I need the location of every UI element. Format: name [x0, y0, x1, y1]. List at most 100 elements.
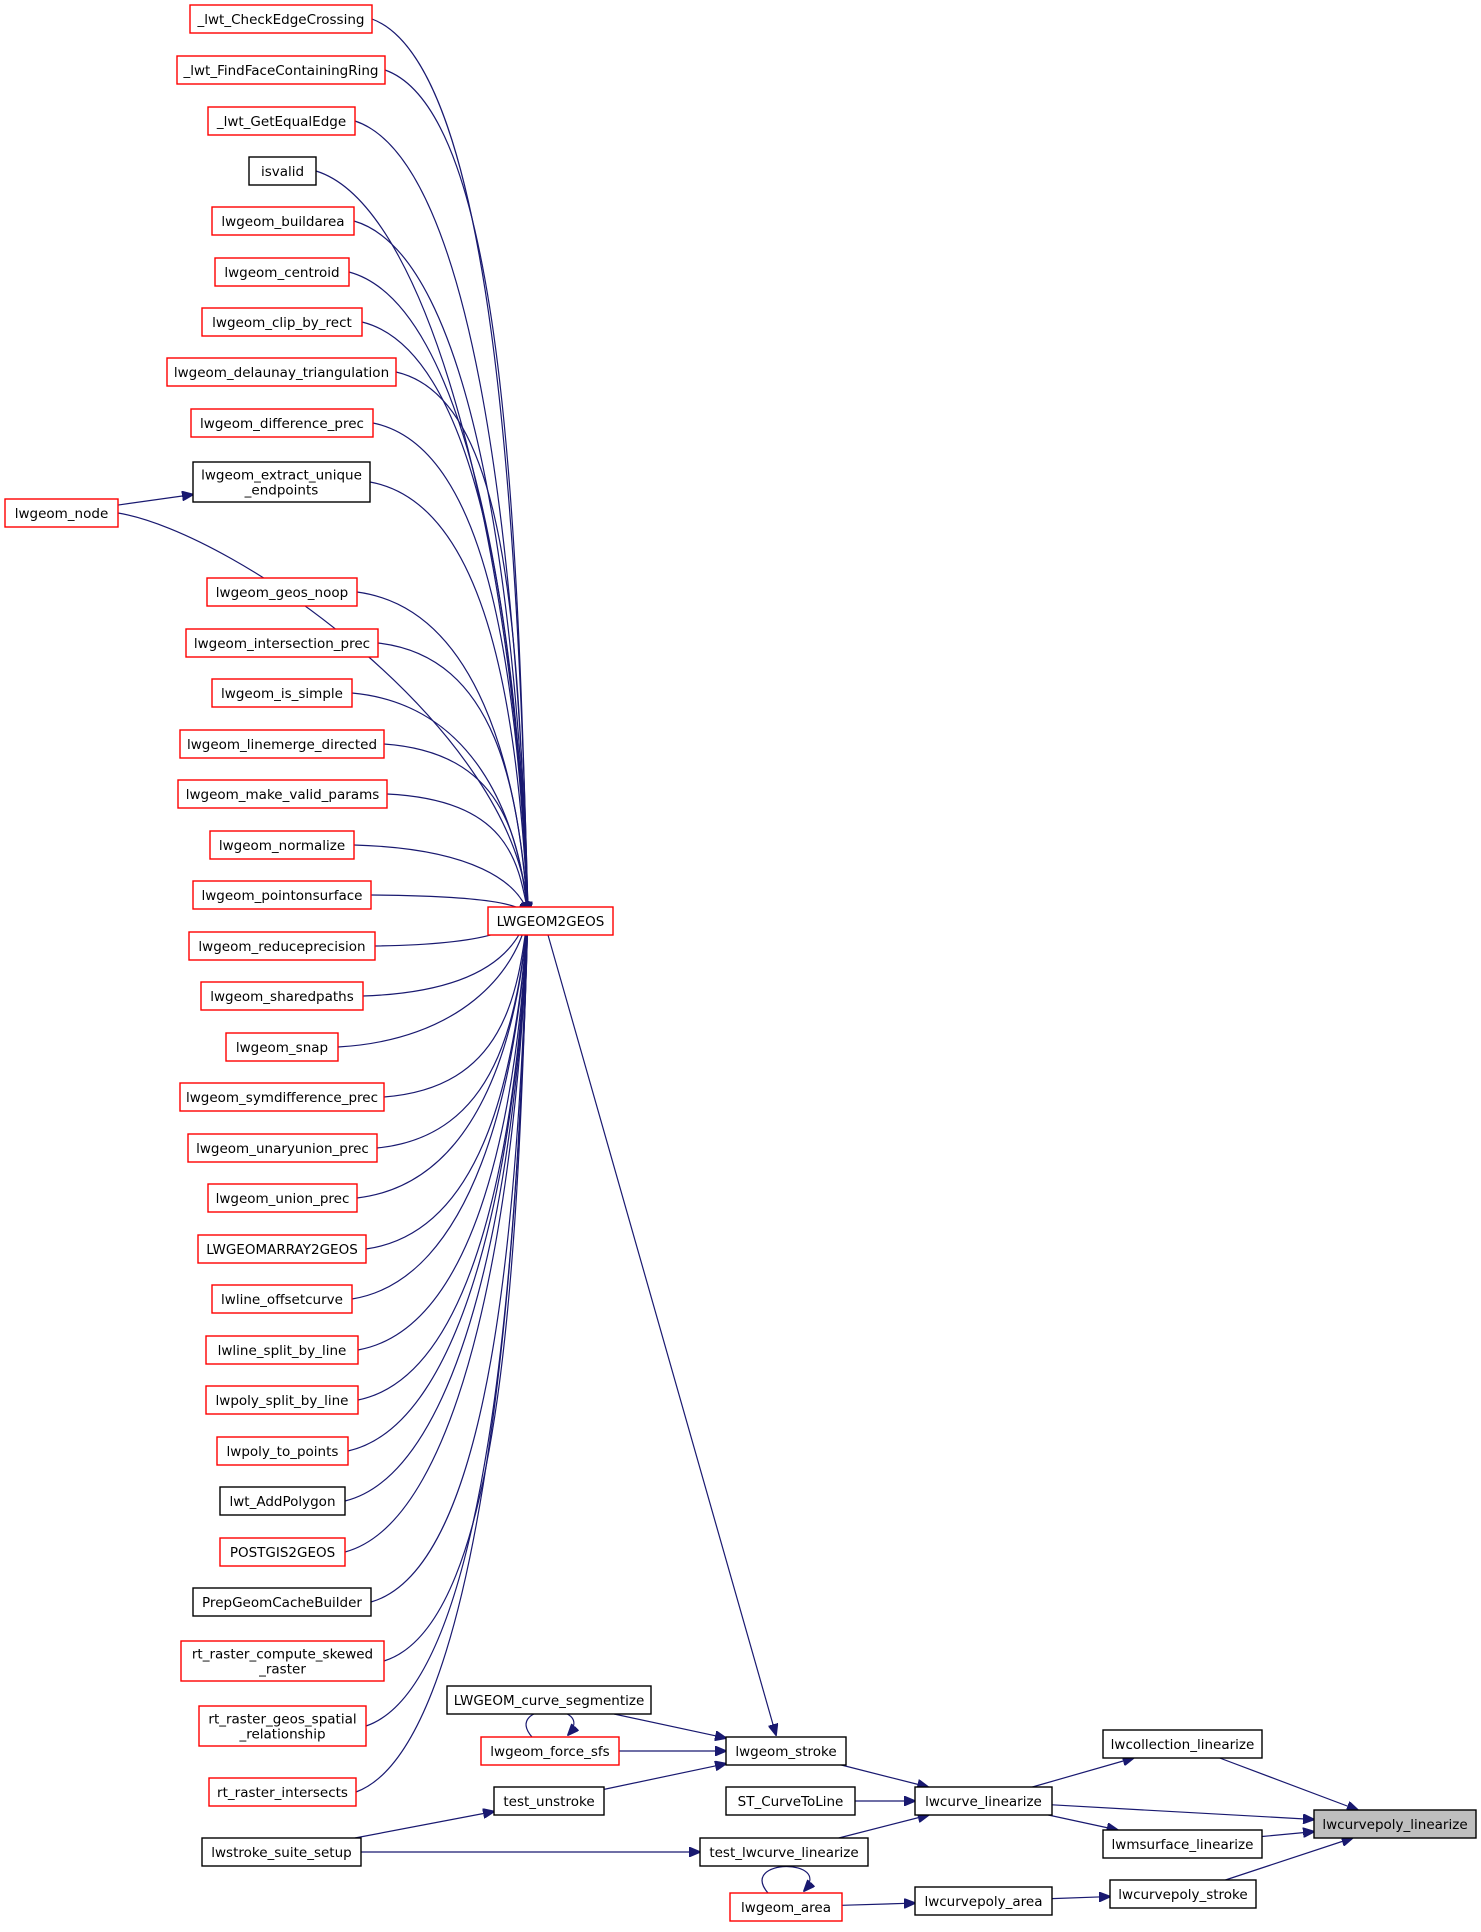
node-intersect[interactable]: lwgeom_intersection_prec: [185, 628, 379, 658]
node-curvetoline[interactable]: ST_CurveToLine: [725, 1786, 856, 1816]
node-box[interactable]: [166, 357, 397, 387]
node-box[interactable]: [914, 1786, 1053, 1816]
node-box[interactable]: [188, 931, 376, 961]
node-box[interactable]: [219, 1537, 346, 1567]
node-findface[interactable]: _lwt_FindFaceContainingRing: [176, 55, 386, 85]
node-addpoly[interactable]: lwt_AddPolygon: [219, 1486, 346, 1516]
node-unstroke[interactable]: test_unstroke: [493, 1786, 605, 1816]
node-box[interactable]: [205, 1385, 359, 1415]
node-box[interactable]: [487, 906, 614, 936]
node-box[interactable]: [198, 1705, 367, 1747]
node-normalize[interactable]: lwgeom_normalize: [209, 830, 355, 860]
node-box[interactable]: [480, 1736, 620, 1766]
node-extract[interactable]: lwgeom_extract_unique_endpoints: [192, 461, 371, 503]
node-reduce[interactable]: lwgeom_reduceprecision: [188, 931, 376, 961]
node-box[interactable]: [699, 1837, 869, 1867]
node-box[interactable]: [187, 1133, 378, 1163]
node-linesplit[interactable]: lwline_split_by_line: [205, 1335, 359, 1365]
node-area[interactable]: lwgeom_area: [729, 1892, 843, 1922]
node-curvelin[interactable]: lwcurve_linearize: [914, 1786, 1053, 1816]
node-pointon[interactable]: lwgeom_pointonsurface: [192, 880, 372, 910]
node-box[interactable]: [190, 408, 374, 438]
node-box[interactable]: [225, 1032, 339, 1062]
node-colllin[interactable]: lwcollection_linearize: [1102, 1729, 1263, 1759]
node-polysplit[interactable]: lwpoly_split_by_line: [205, 1385, 359, 1415]
node-box[interactable]: [189, 4, 373, 34]
node-polystroke[interactable]: lwcurvepoly_stroke: [1109, 1879, 1257, 1909]
node-snap[interactable]: lwgeom_snap: [225, 1032, 339, 1062]
node-union[interactable]: lwgeom_union_prec: [207, 1183, 358, 1213]
node-box[interactable]: [207, 1183, 358, 1213]
node-box[interactable]: [248, 156, 317, 186]
node-box[interactable]: [192, 880, 372, 910]
node-box[interactable]: [192, 1587, 372, 1617]
node-box[interactable]: [205, 1335, 359, 1365]
node-box[interactable]: [201, 307, 363, 337]
node-box[interactable]: [177, 779, 388, 809]
node-linemerge[interactable]: lwgeom_linemerge_directed: [179, 729, 385, 759]
node-rastint[interactable]: rt_raster_intersects: [208, 1777, 357, 1807]
node-lw2geos[interactable]: LWGEOM2GEOS: [487, 906, 614, 936]
node-box[interactable]: [197, 1234, 367, 1264]
node-box[interactable]: [446, 1685, 652, 1715]
node-box[interactable]: [208, 1777, 357, 1807]
node-box[interactable]: [725, 1786, 856, 1816]
node-box[interactable]: [179, 729, 385, 759]
node-polylin[interactable]: lwcurvepoly_linearize: [1313, 1809, 1477, 1839]
node-stroke[interactable]: lwgeom_stroke: [725, 1736, 847, 1766]
node-symdiff[interactable]: lwgeom_symdifference_prec: [179, 1082, 385, 1112]
node-box[interactable]: [725, 1736, 847, 1766]
node-suite[interactable]: lwstroke_suite_setup: [201, 1837, 362, 1867]
node-buildarea[interactable]: lwgeom_buildarea: [211, 206, 355, 236]
node-box[interactable]: [1313, 1809, 1477, 1839]
node-diff[interactable]: lwgeom_difference_prec: [190, 408, 374, 438]
node-array2geos[interactable]: LWGEOMARRAY2GEOS: [197, 1234, 367, 1264]
node-box[interactable]: [209, 830, 355, 860]
node-box[interactable]: [493, 1786, 605, 1816]
node-box[interactable]: [211, 678, 353, 708]
node-box[interactable]: [219, 1486, 346, 1516]
node-spatial[interactable]: rt_raster_geos_spatial_relationship: [198, 1705, 367, 1747]
node-box[interactable]: [914, 1886, 1053, 1916]
node-box[interactable]: [179, 1082, 385, 1112]
node-msurflin[interactable]: lwmsurface_linearize: [1102, 1829, 1263, 1859]
node-isvalid[interactable]: isvalid: [248, 156, 317, 186]
node-box[interactable]: [207, 106, 356, 136]
node-box[interactable]: [214, 257, 350, 287]
node-box[interactable]: [211, 1284, 353, 1314]
node-unaryunion[interactable]: lwgeom_unaryunion_prec: [187, 1133, 378, 1163]
node-offset[interactable]: lwline_offsetcurve: [211, 1284, 353, 1314]
node-testcurvelin[interactable]: test_lwcurve_linearize: [699, 1837, 869, 1867]
node-makevalid[interactable]: lwgeom_make_valid_params: [177, 779, 388, 809]
node-polyarea[interactable]: lwcurvepoly_area: [914, 1886, 1053, 1916]
node-simple[interactable]: lwgeom_is_simple: [211, 678, 353, 708]
node-box[interactable]: [211, 206, 355, 236]
node-box[interactable]: [201, 1837, 362, 1867]
node-getequal[interactable]: _lwt_GetEqualEdge: [207, 106, 356, 136]
node-curveseg[interactable]: LWGEOM_curve_segmentize: [446, 1685, 652, 1715]
node-box[interactable]: [1109, 1879, 1257, 1909]
node-skewed[interactable]: rt_raster_compute_skewed_raster: [180, 1640, 385, 1682]
node-box[interactable]: [4, 498, 119, 528]
node-polypoints[interactable]: lwpoly_to_points: [216, 1436, 349, 1466]
node-noop[interactable]: lwgeom_geos_noop: [206, 577, 358, 607]
node-shared[interactable]: lwgeom_sharedpaths: [200, 981, 364, 1011]
node-box[interactable]: [180, 1640, 385, 1682]
node-box[interactable]: [206, 577, 358, 607]
node-box[interactable]: [216, 1436, 349, 1466]
node-forcesfs[interactable]: lwgeom_force_sfs: [480, 1736, 620, 1766]
node-box[interactable]: [1102, 1729, 1263, 1759]
node-box[interactable]: [200, 981, 364, 1011]
node-checkedge[interactable]: _lwt_CheckEdgeCrossing: [189, 4, 373, 34]
node-prepgeom[interactable]: PrepGeomCacheBuilder: [192, 1587, 372, 1617]
node-delaunay[interactable]: lwgeom_delaunay_triangulation: [166, 357, 397, 387]
node-box[interactable]: [192, 461, 371, 503]
node-centroid[interactable]: lwgeom_centroid: [214, 257, 350, 287]
node-node[interactable]: lwgeom_node: [4, 498, 119, 528]
node-box[interactable]: [185, 628, 379, 658]
node-pg2geos[interactable]: POSTGIS2GEOS: [219, 1537, 346, 1567]
node-box[interactable]: [176, 55, 386, 85]
node-clip[interactable]: lwgeom_clip_by_rect: [201, 307, 363, 337]
node-box[interactable]: [1102, 1829, 1263, 1859]
node-box[interactable]: [729, 1892, 843, 1922]
